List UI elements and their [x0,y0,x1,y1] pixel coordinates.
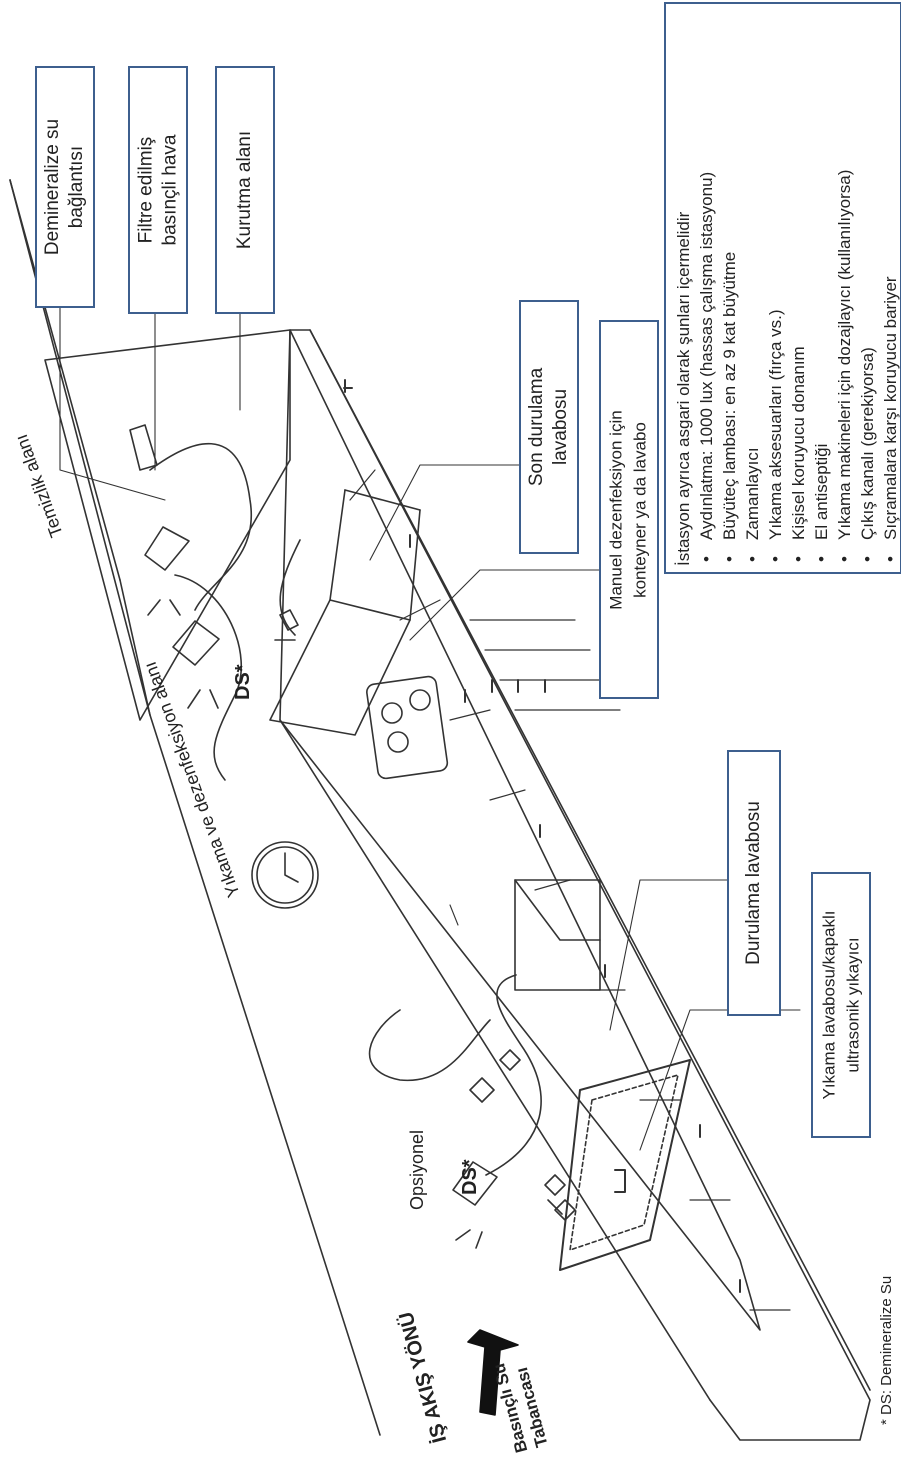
water-gun [452,1161,498,1249]
workflow-arrow [467,1329,519,1416]
requirement-item: Büyüteç lambası: en az 9 kat büyütme [718,170,741,566]
leader-lines [59,304,801,1151]
footnote: * DS: Demineralize Su [878,1275,895,1425]
clean-area-wall [44,329,291,721]
final-rinse-sink [269,599,411,736]
requirement-item: Kişisel koruyucu donanım [787,170,810,566]
disinfection-container [366,675,449,780]
cabinet-handles [343,379,741,1293]
requirement-item: Zamanlayıcı [741,170,764,566]
requirement-item: Yıkama makineleri için dozajlayıcı (kull… [833,170,856,566]
requirements-list: Aydınlatma: 1000 lux (hassas çalışma ist… [695,170,901,566]
requirement-item: El antiseptiği [810,170,833,566]
requirement-item: Sıçramalara karşı koruyucu bariyer [879,170,901,566]
requirement-item: Yıkama aksesuarları (fırça vs.) [764,170,787,566]
demin-gun [144,526,190,616]
wash-sink [559,1059,691,1271]
air-gun [129,424,158,471]
ds-label-bottom: DS* [459,1159,481,1195]
rinse-sink [514,879,601,991]
requirements-text: İstasyon ayrıca asgari olarak şunları iç… [672,170,901,566]
cabinet-front [289,329,871,1441]
requirement-item: Aydınlatma: 1000 lux (hassas çalışma ist… [695,170,718,566]
worktop [279,329,761,1331]
ds-label-top: DS* [232,664,254,700]
wall-clock [251,841,319,909]
box-rinse-sink: Durulama lavabosu [727,750,781,1016]
demin-gun-2 [172,620,220,709]
optional-label: Opsiyonel [407,1129,427,1210]
box-drying-area: Kurutma alanı [215,66,275,314]
requirements-heading: İstasyon ayrıca asgari olarak şunları iç… [674,211,693,566]
requirement-item: Çıkış kanalı (gerekiyorsa) [856,170,879,566]
requirements-panel: İstasyon ayrıca asgari olarak şunları iç… [664,2,901,574]
